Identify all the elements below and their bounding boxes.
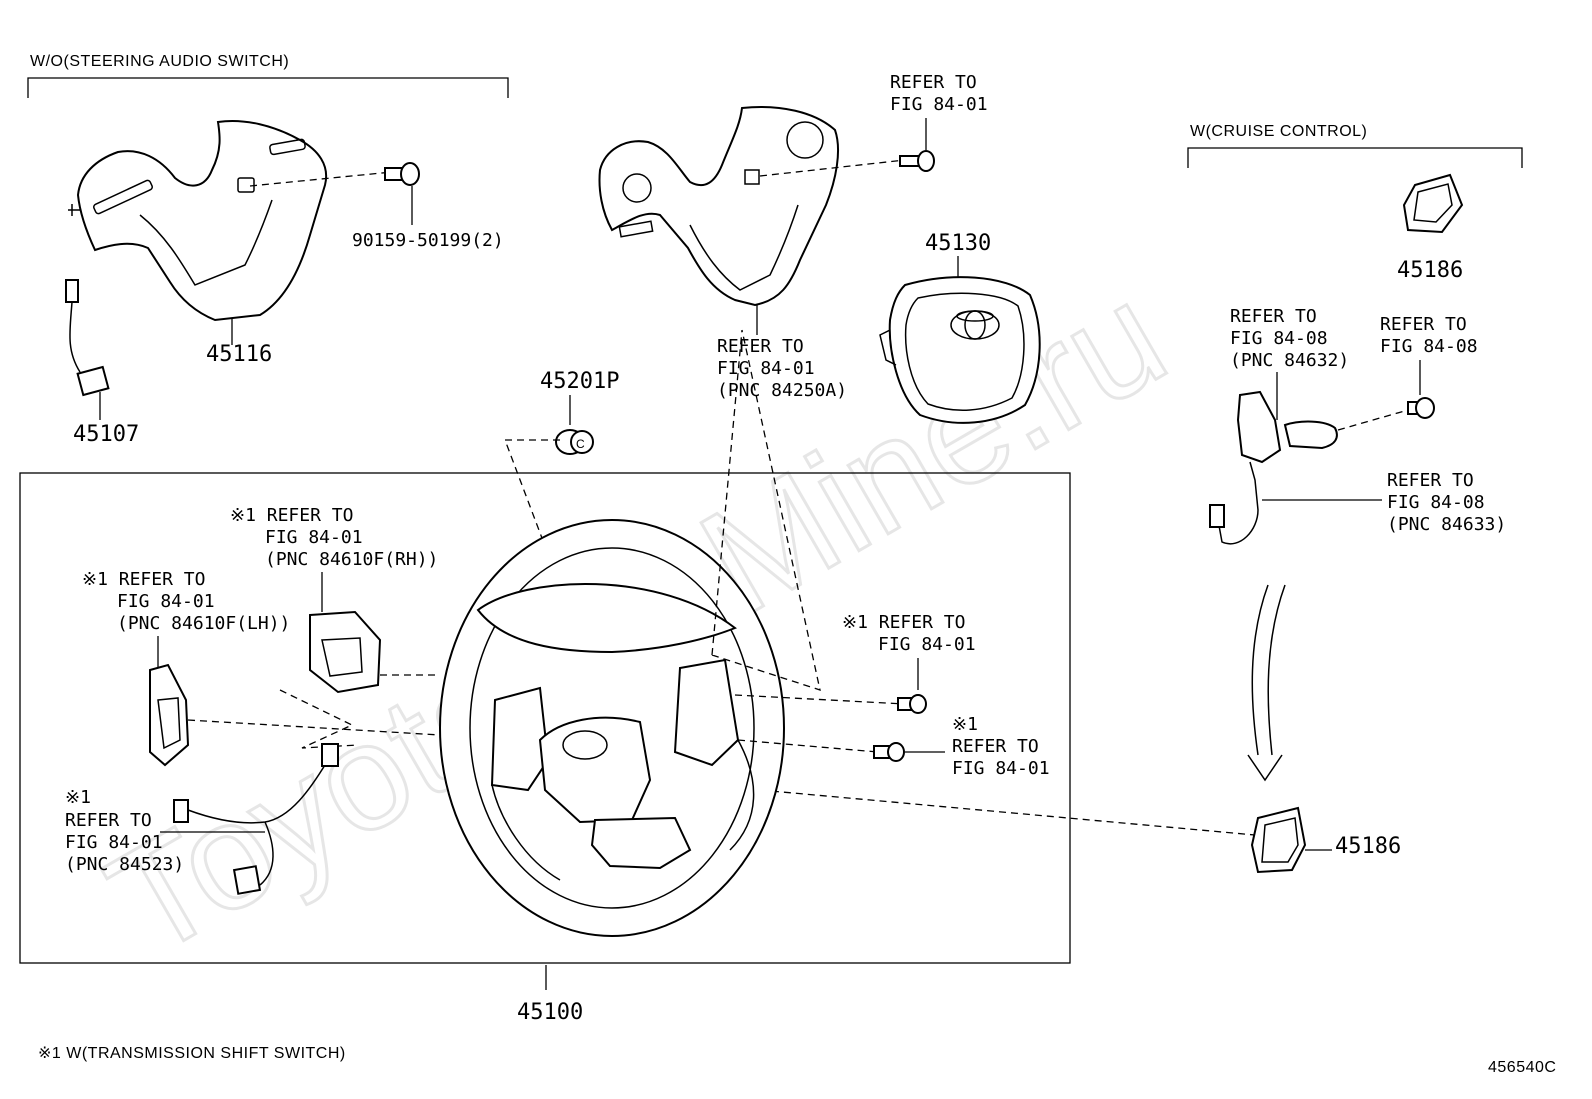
part-number-45201P: 45201P — [540, 369, 619, 394]
section-label-cruise-control: W(CRUISE CONTROL) — [1190, 123, 1367, 140]
arrow-down-icon — [1247, 584, 1286, 782]
screw-90159[interactable] — [384, 162, 420, 186]
part-number-45116: 45116 — [206, 342, 272, 367]
ref-cruise-screw-line1: REFER TO — [1380, 314, 1467, 335]
part-number-45107: 45107 — [73, 422, 139, 447]
wire-harness-84523[interactable] — [173, 743, 339, 895]
module-45186-top[interactable] — [1402, 173, 1464, 234]
ref-paddle-rh-line2: FIG 84-01 — [265, 527, 363, 548]
wire-harness-45107[interactable] — [65, 279, 110, 397]
ref-cruise-switch-line3: (PNC 84632) — [1230, 350, 1349, 371]
ref-paddle-lh-line3: (PNC 84610F(LH)) — [117, 613, 290, 634]
part-number-45130: 45130 — [925, 231, 991, 256]
svg-text:C: C — [576, 437, 585, 451]
steering-wheel-45100[interactable] — [439, 519, 785, 937]
airbag-45130[interactable] — [879, 276, 1041, 424]
part-number-90159: 90159-50199(2) — [352, 230, 504, 251]
ref-screw-upper-line2: FIG 84-01 — [878, 634, 976, 655]
ref-harness-line1: ※1 — [65, 787, 91, 808]
figure-id: 456540C — [1488, 1059, 1556, 1076]
ref-harness-line4: (PNC 84523) — [65, 854, 184, 875]
ref-cruise-switch-line2: FIG 84-08 — [1230, 328, 1328, 349]
screw-upper[interactable] — [897, 694, 927, 714]
ref-paddle-lh-line2: FIG 84-01 — [117, 591, 215, 612]
ref-cruise-wire-line2: FIG 84-08 — [1387, 492, 1485, 513]
screw-cruise[interactable] — [1407, 397, 1435, 419]
ref-paddle-lh-line1: ※1 REFER TO — [82, 569, 205, 590]
cruise-control-switch[interactable] — [1209, 390, 1338, 545]
ref-screw-lower-line2: REFER TO — [952, 736, 1039, 757]
bezel-cover-with-switches[interactable] — [598, 105, 839, 307]
screw-top[interactable] — [899, 150, 935, 172]
bezel-cover-45116[interactable] — [68, 119, 328, 322]
paddle-switch-lh[interactable] — [149, 663, 190, 767]
ref-top-cover-line1: REFER TO — [717, 336, 804, 357]
ref-top-screw-line1: REFER TO — [890, 72, 977, 93]
module-45186-bottom[interactable] — [1250, 806, 1307, 874]
ref-harness-line3: FIG 84-01 — [65, 832, 163, 853]
screw-lower[interactable] — [873, 742, 905, 762]
ref-paddle-rh-line3: (PNC 84610F(RH)) — [265, 549, 438, 570]
ref-cruise-wire-line1: REFER TO — [1387, 470, 1474, 491]
ref-paddle-rh-line1: ※1 REFER TO — [230, 505, 353, 526]
part-number-45100: 45100 — [517, 1000, 583, 1025]
ref-top-cover-line3: (PNC 84250A) — [717, 380, 847, 401]
ref-cruise-screw-line2: FIG 84-08 — [1380, 336, 1478, 357]
ref-harness-line2: REFER TO — [65, 810, 152, 831]
ref-cruise-switch-line1: REFER TO — [1230, 306, 1317, 327]
section-label-no-audio-switch: W/O(STEERING AUDIO SWITCH) — [30, 53, 289, 70]
ref-top-screw-line2: FIG 84-01 — [890, 94, 988, 115]
ref-screw-lower-line1: ※1 — [952, 714, 978, 735]
ref-screw-upper-line1: ※1 REFER TO — [842, 612, 965, 633]
part-number-45186-bottom: 45186 — [1335, 834, 1401, 859]
nut-45201P[interactable]: C — [555, 429, 594, 455]
ref-cruise-wire-line3: (PNC 84633) — [1387, 514, 1506, 535]
steering-wheel-group-box — [19, 472, 1071, 964]
footnote: ※1 W(TRANSMISSION SHIFT SWITCH) — [38, 1045, 346, 1062]
ref-top-cover-line2: FIG 84-01 — [717, 358, 815, 379]
paddle-switch-rh[interactable] — [309, 610, 382, 694]
ref-screw-lower-line3: FIG 84-01 — [952, 758, 1050, 779]
part-number-45186-top: 45186 — [1397, 258, 1463, 283]
section-bracket-no-audio — [27, 77, 509, 98]
